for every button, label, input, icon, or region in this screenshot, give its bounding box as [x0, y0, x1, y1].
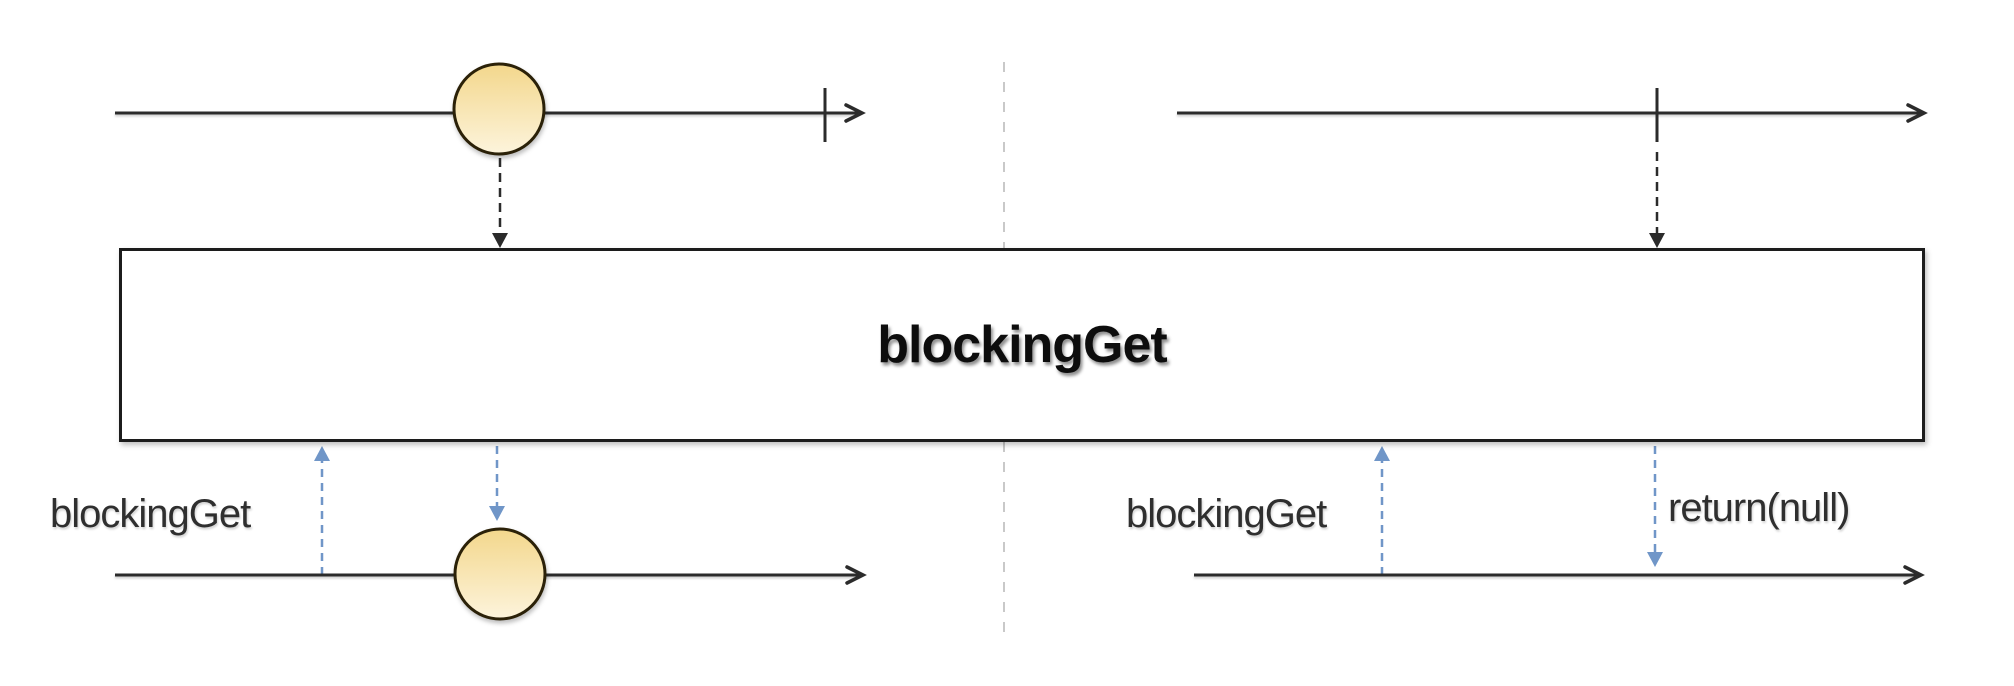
left-emission-arrowhead-icon — [492, 233, 508, 248]
left-result-arrowhead-icon — [489, 506, 505, 521]
left-result-timeline-arrowhead-icon — [845, 565, 867, 585]
left-source-timeline-arrowhead-icon — [844, 103, 866, 123]
right-call-label: blockingGet — [1126, 492, 1327, 536]
right-completion-arrowhead-icon — [1649, 233, 1665, 248]
operator-box: blockingGet — [119, 248, 1925, 442]
left-result-marble-icon — [453, 527, 547, 621]
right-result-timeline-arrowhead-icon — [1903, 565, 1925, 585]
right-return-arrowhead-icon — [1647, 552, 1663, 567]
right-source-timeline-arrowhead-icon — [1906, 103, 1928, 123]
right-call-arrowhead-icon — [1374, 446, 1390, 461]
left-source-marble-icon — [452, 62, 546, 156]
operator-title: blockingGet — [877, 316, 1167, 374]
left-call-label: blockingGet — [50, 492, 251, 536]
left-call-arrowhead-icon — [314, 446, 330, 461]
right-return-label: return(null) — [1668, 486, 1850, 530]
